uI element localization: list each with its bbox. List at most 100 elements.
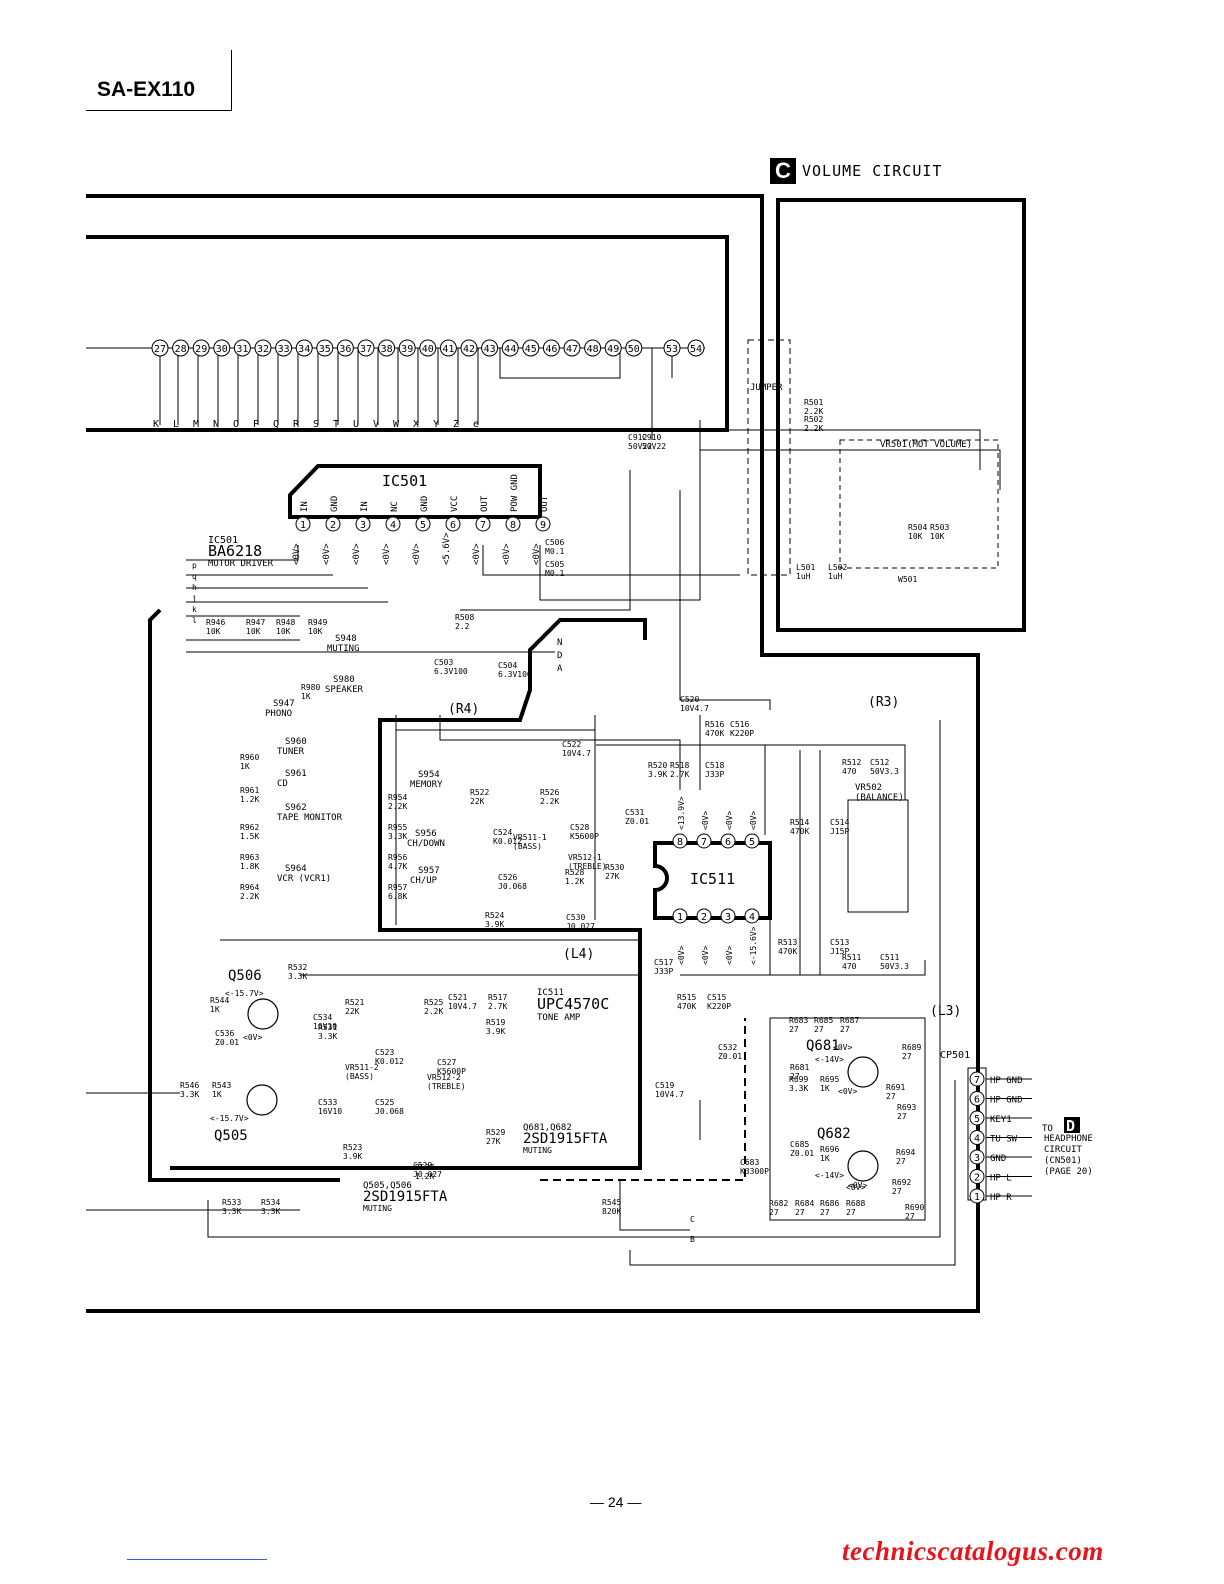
component-value: 3.3K — [318, 1032, 337, 1041]
component-value: 27 — [769, 1208, 779, 1217]
ic501-pin-circle — [535, 516, 551, 532]
ic511-pin-number: 8 — [677, 837, 683, 848]
pin-circle — [295, 339, 313, 357]
component-value: 27 — [840, 1025, 850, 1034]
component-value: 2.2K — [388, 802, 407, 811]
component-ref: R962 — [240, 823, 259, 832]
pin-circle — [151, 339, 169, 357]
component-value: 470 — [842, 767, 857, 776]
connector-pin-circle — [969, 1110, 985, 1126]
pin-number: 50 — [628, 344, 640, 355]
component-value: 27 — [902, 1052, 912, 1061]
ic501-pin-name: POW GND — [510, 474, 520, 512]
component-value: M0.1 — [545, 569, 564, 578]
component-value: 1uH — [828, 572, 843, 581]
component-value: 470K — [677, 1002, 696, 1011]
component-ref: R501 — [804, 398, 823, 407]
voltage-note: <0V> — [243, 1033, 262, 1042]
component-value: 2.2K — [424, 1007, 443, 1016]
component-ref: R693 — [897, 1103, 916, 1112]
component-ref: R699 — [789, 1075, 808, 1084]
connector-pin-circle — [969, 1149, 985, 1165]
pin-number: 31 — [236, 344, 248, 355]
ic501-pin-circle — [415, 516, 431, 532]
component-ref: R528 — [565, 868, 584, 877]
display-frame-line — [86, 235, 729, 432]
ic511-pin-circle — [672, 908, 688, 924]
component-ref: R946 — [206, 618, 225, 627]
ref-l3: (L3) — [930, 1004, 961, 1019]
pin-circle — [192, 339, 210, 357]
ic501-pin-name: OUT — [480, 495, 490, 512]
component-ref: R534 — [261, 1198, 280, 1207]
voltage-note: <0V> — [848, 1181, 867, 1190]
pin-number: 48 — [587, 344, 599, 355]
segment-letter: K — [153, 419, 159, 430]
pin-circle — [563, 339, 581, 357]
pin-circle — [604, 339, 622, 357]
vr502-box — [847, 799, 909, 913]
component-ref: C536 — [215, 1029, 234, 1038]
switch-label: TUNER — [277, 747, 305, 757]
switch-label: SPEAKER — [325, 685, 364, 695]
component-value: (TREBLE) — [568, 862, 607, 871]
pin-number: 35 — [319, 344, 331, 355]
component-ref: R512 — [842, 758, 861, 767]
component-ref: R504 — [908, 523, 927, 532]
segment-letter: P — [253, 419, 259, 430]
component: VR512-1(TREBLE) — [568, 853, 607, 871]
ic511-pin-voltage: <0V> — [701, 946, 710, 965]
component-ref: W501 — [898, 575, 917, 584]
ic501-pin-voltage: <0V> — [352, 543, 362, 565]
ic511-pin-number: 1 — [677, 912, 683, 923]
ic501-pin-circle — [385, 516, 401, 532]
connector-pin-circle — [969, 1188, 985, 1204]
ic501-pin-number: 1 — [300, 520, 306, 531]
ic511-pin-number: 4 — [749, 912, 755, 923]
ic511-pin-circle — [744, 833, 760, 849]
pin-circle — [625, 339, 643, 357]
ic501-pin-voltage: <0V> — [472, 543, 482, 565]
pin-circle — [398, 339, 416, 357]
ic511-pin-number: 5 — [749, 837, 755, 848]
pin-circle — [378, 339, 396, 357]
ic-side-label: j — [192, 594, 197, 603]
footer-line — [127, 1559, 267, 1560]
watermark: technicscatalogus.com — [842, 1536, 1104, 1566]
ic501-pin-circle — [325, 516, 341, 532]
model-header-box — [86, 50, 232, 111]
component-value: 470K — [705, 729, 724, 738]
component-ref: C505 — [545, 560, 564, 569]
component-ref: R544 — [210, 996, 229, 1005]
component: W501 — [898, 575, 917, 584]
component-value: 3.3K — [789, 1084, 808, 1093]
component-ref: R689 — [902, 1043, 921, 1052]
component-value: K5600P — [570, 832, 599, 841]
voltage-note: <-14V> — [815, 1055, 844, 1064]
component-value: 1K — [240, 762, 250, 771]
pin-number: 32 — [257, 344, 269, 355]
